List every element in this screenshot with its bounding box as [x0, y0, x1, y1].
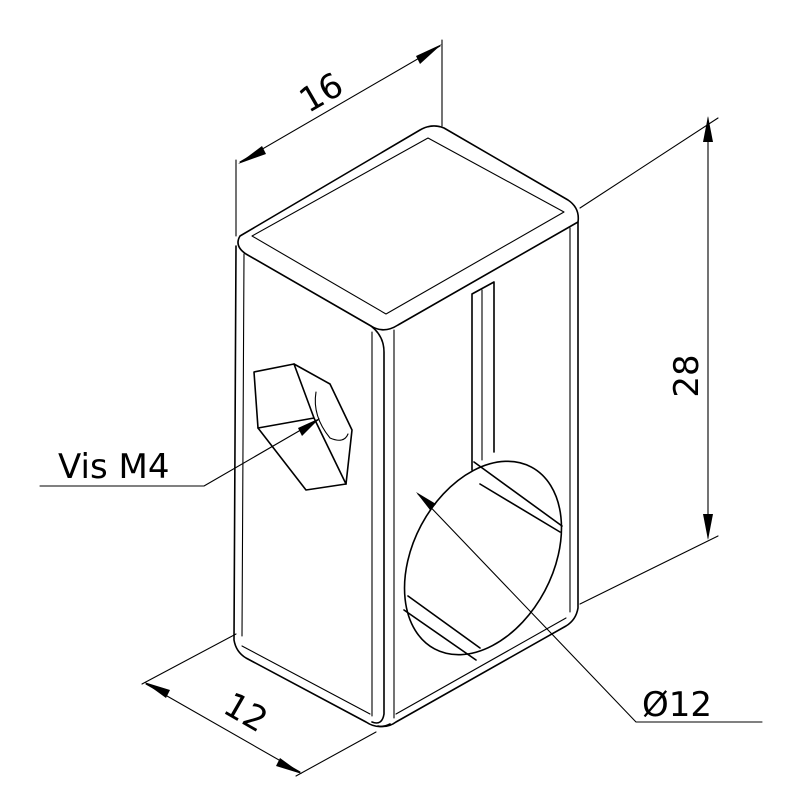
- left-bottom-fillet: [241, 645, 371, 715]
- front-corner-edge: [370, 325, 385, 724]
- left-face-inner-edge: [241, 253, 245, 637]
- top-face-outline: [237, 125, 580, 331]
- height-arrow-top: [703, 116, 713, 142]
- depth-extension-right: [295, 731, 377, 777]
- right-face-outline: [377, 221, 579, 728]
- hex-nut-outline: [253, 363, 353, 491]
- depth-arrow-right: [276, 758, 302, 774]
- width-arrow-left: [238, 146, 266, 164]
- dimension-width: 16: [235, 39, 443, 237]
- screw-leader-line: [39, 419, 319, 487]
- callout-hole-diameter: Ø12: [416, 492, 763, 725]
- screw-callout-label: Vis M4: [58, 447, 169, 487]
- hex-nut-pocket: [253, 363, 353, 491]
- hole-diameter-label: Ø12: [642, 685, 712, 725]
- height-arrow-bottom: [703, 514, 713, 540]
- right-bottom-fillet: [395, 617, 567, 715]
- width-dimension-label: 16: [293, 65, 350, 121]
- hole-inner-edge-lower: [403, 595, 481, 661]
- depth-dimension-line: [145, 683, 301, 773]
- hole-leader-line: [417, 493, 763, 723]
- width-arrow-right: [416, 44, 442, 64]
- top-face-fillet: [251, 137, 565, 315]
- hex-nut-inner-edges: [257, 363, 347, 485]
- callout-screw: Vis M4: [39, 418, 320, 487]
- height-extension-bottom: [579, 535, 719, 605]
- dimension-height: 28: [579, 116, 719, 605]
- height-dimension-label: 28: [667, 354, 707, 397]
- hex-nut-bore: [314, 391, 349, 441]
- depth-dimension-label: 12: [217, 685, 274, 741]
- slot-and-hole: [403, 281, 563, 661]
- hole-leader-arrow: [416, 492, 436, 510]
- hole-outline: [403, 460, 563, 656]
- depth-arrow-left: [144, 682, 170, 698]
- screw-leader-arrow: [298, 418, 320, 436]
- height-extension-top: [579, 117, 719, 209]
- depth-extension-left: [141, 633, 237, 685]
- width-dimension-line: [239, 45, 441, 163]
- part-body: [233, 125, 580, 728]
- hole-inner-edge-upper: [473, 461, 563, 533]
- slot-outline: [471, 281, 495, 471]
